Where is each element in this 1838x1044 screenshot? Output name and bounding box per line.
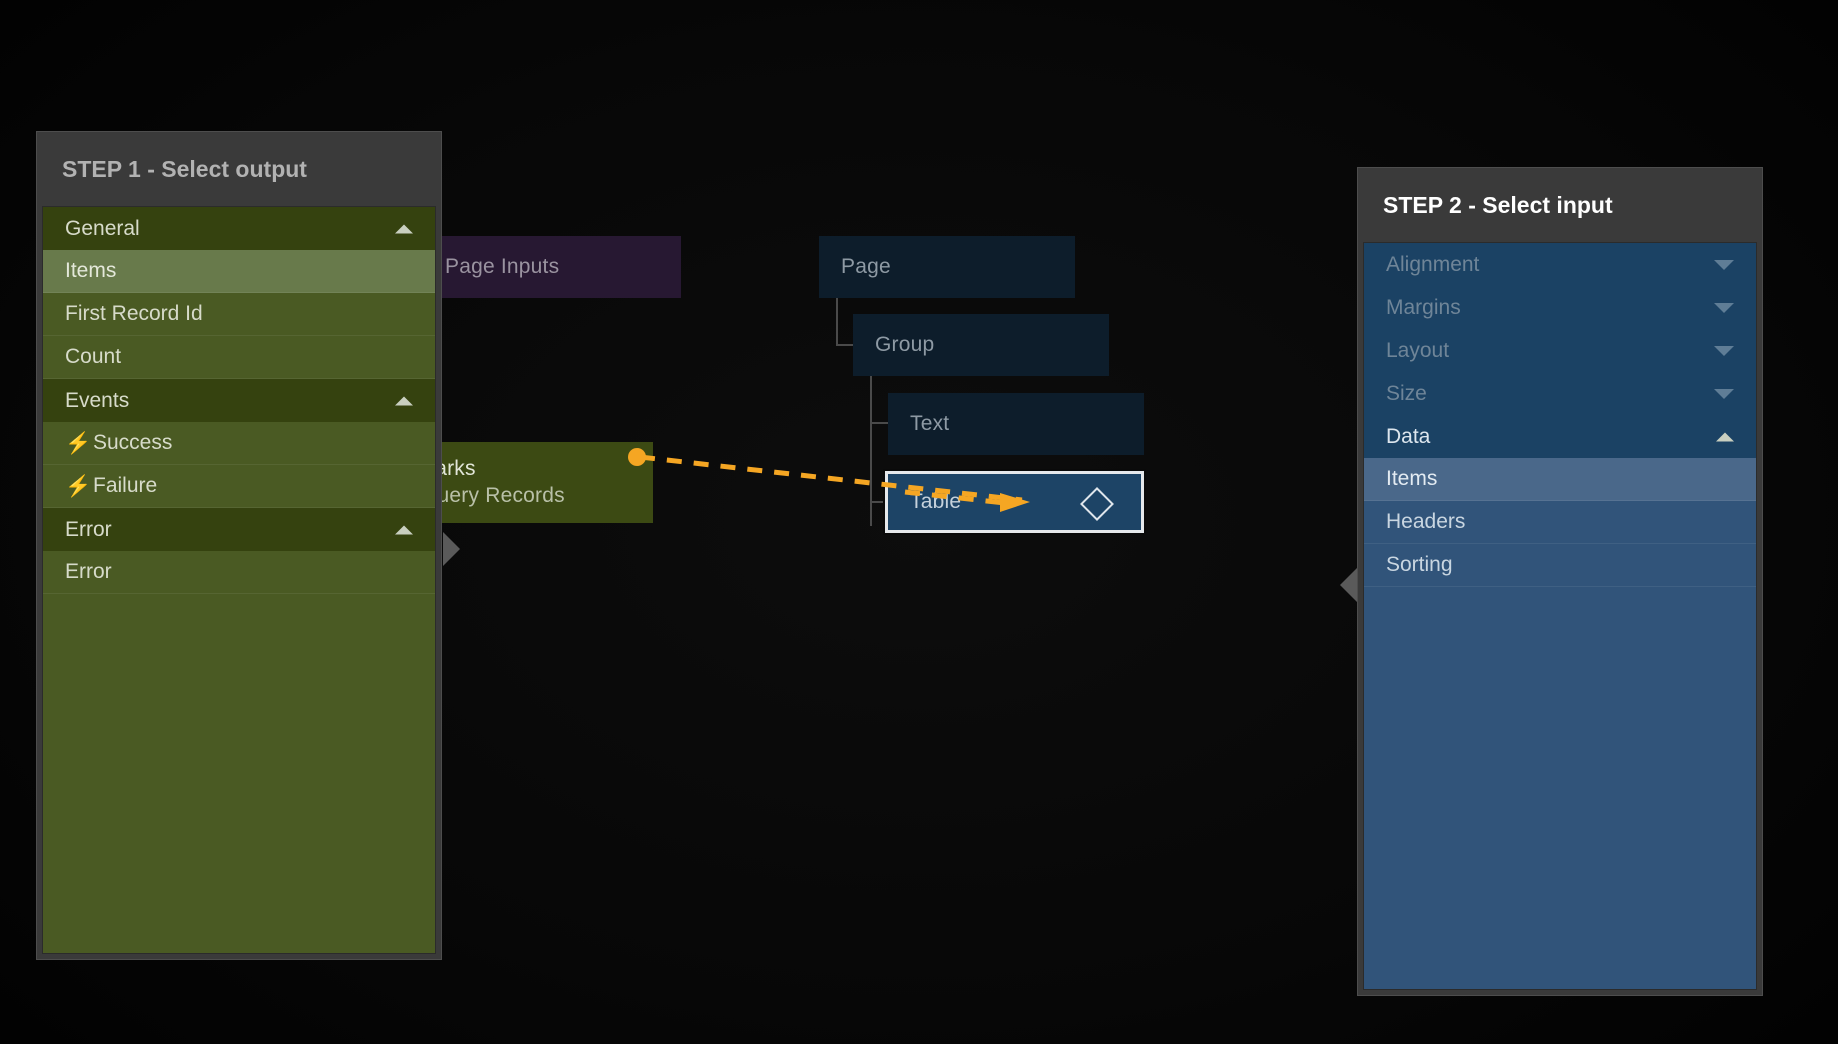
tree-connector-vertical — [870, 376, 872, 526]
step2-row-data[interactable]: Data — [1364, 415, 1756, 458]
chevron-down-icon[interactable] — [1714, 259, 1734, 270]
chevron-up-icon[interactable] — [395, 396, 413, 405]
step2-input-pointer — [1340, 568, 1357, 602]
tree-connector-horizontal — [870, 422, 888, 424]
chevron-down-icon[interactable] — [1714, 388, 1734, 399]
tree-connector-horizontal — [836, 344, 854, 346]
chevron-down-icon[interactable] — [1714, 345, 1734, 356]
step1-row-label: General — [65, 216, 140, 240]
step2-row-label: Margins — [1386, 295, 1461, 319]
step2-row-layout[interactable]: Layout — [1364, 329, 1756, 372]
step2-list-filler — [1364, 587, 1756, 989]
step2-row-label: Data — [1386, 424, 1431, 448]
step1-row-count[interactable]: Count — [43, 336, 435, 379]
step2-row-label: Items — [1386, 467, 1438, 490]
step1-row-label: Count — [65, 345, 122, 368]
node-table-label: Table — [910, 490, 962, 513]
chevron-up-icon[interactable] — [395, 525, 413, 534]
step2-row-items[interactable]: Items — [1364, 458, 1756, 501]
step1-title: STEP 1 - Select output — [62, 155, 307, 182]
node-page-inputs[interactable]: Page Inputs — [423, 236, 681, 298]
step1-row-label: Success — [93, 431, 173, 454]
step2-row-sorting[interactable]: Sorting — [1364, 544, 1756, 587]
step1-row-label: Items — [65, 259, 117, 282]
step2-title: STEP 2 - Select input — [1383, 191, 1613, 218]
step1-row-items[interactable]: Items — [43, 250, 435, 293]
step1-row-label: Events — [65, 388, 130, 412]
step1-row-label: First Record Id — [65, 302, 203, 325]
step1-output-pointer — [443, 532, 460, 566]
step1-row-failure[interactable]: ⚡Failure — [43, 465, 435, 508]
step2-row-size[interactable]: Size — [1364, 372, 1756, 415]
node-page[interactable]: Page — [819, 236, 1075, 298]
step1-row-events[interactable]: Events — [43, 379, 435, 422]
step1-row-error[interactable]: Error — [43, 508, 435, 551]
step1-row-success[interactable]: ⚡Success — [43, 422, 435, 465]
step1-row-error[interactable]: Error — [43, 551, 435, 594]
step1-row-general[interactable]: General — [43, 207, 435, 250]
step2-row-label: Headers — [1386, 510, 1466, 533]
node-parks-subtitle: Query Records — [421, 483, 565, 507]
node-group-label: Group — [875, 333, 935, 356]
step1-row-label: Failure — [93, 474, 158, 497]
node-text[interactable]: Text — [888, 393, 1144, 455]
step1-row-label: Error — [65, 517, 112, 541]
step2-row-margins[interactable]: Margins — [1364, 286, 1756, 329]
step1-list-filler — [43, 594, 435, 953]
tree-connector-vertical — [836, 298, 838, 346]
chevron-down-icon[interactable] — [1714, 302, 1734, 313]
step2-row-label: Alignment — [1386, 252, 1480, 276]
lightning-icon: ⚡ — [65, 431, 92, 455]
diamond-icon — [1080, 487, 1114, 521]
node-page-inputs-label: Page Inputs — [445, 255, 560, 278]
chevron-up-icon[interactable] — [395, 224, 413, 233]
chevron-up-icon[interactable] — [1716, 432, 1734, 441]
step2-row-label: Size — [1386, 381, 1427, 405]
step2-row-alignment[interactable]: Alignment — [1364, 243, 1756, 286]
lightning-icon: ⚡ — [65, 474, 92, 498]
node-table[interactable]: Table — [883, 469, 1146, 535]
step1-row-label: Error — [65, 560, 112, 583]
step2-row-label: Layout — [1386, 338, 1450, 362]
step1-row-first-record-id[interactable]: First Record Id — [43, 293, 435, 336]
step2-row-headers[interactable]: Headers — [1364, 501, 1756, 544]
step2-row-label: Sorting — [1386, 553, 1453, 576]
node-text-label: Text — [910, 412, 950, 435]
node-page-label: Page — [841, 255, 891, 278]
node-group[interactable]: Group — [853, 314, 1109, 376]
